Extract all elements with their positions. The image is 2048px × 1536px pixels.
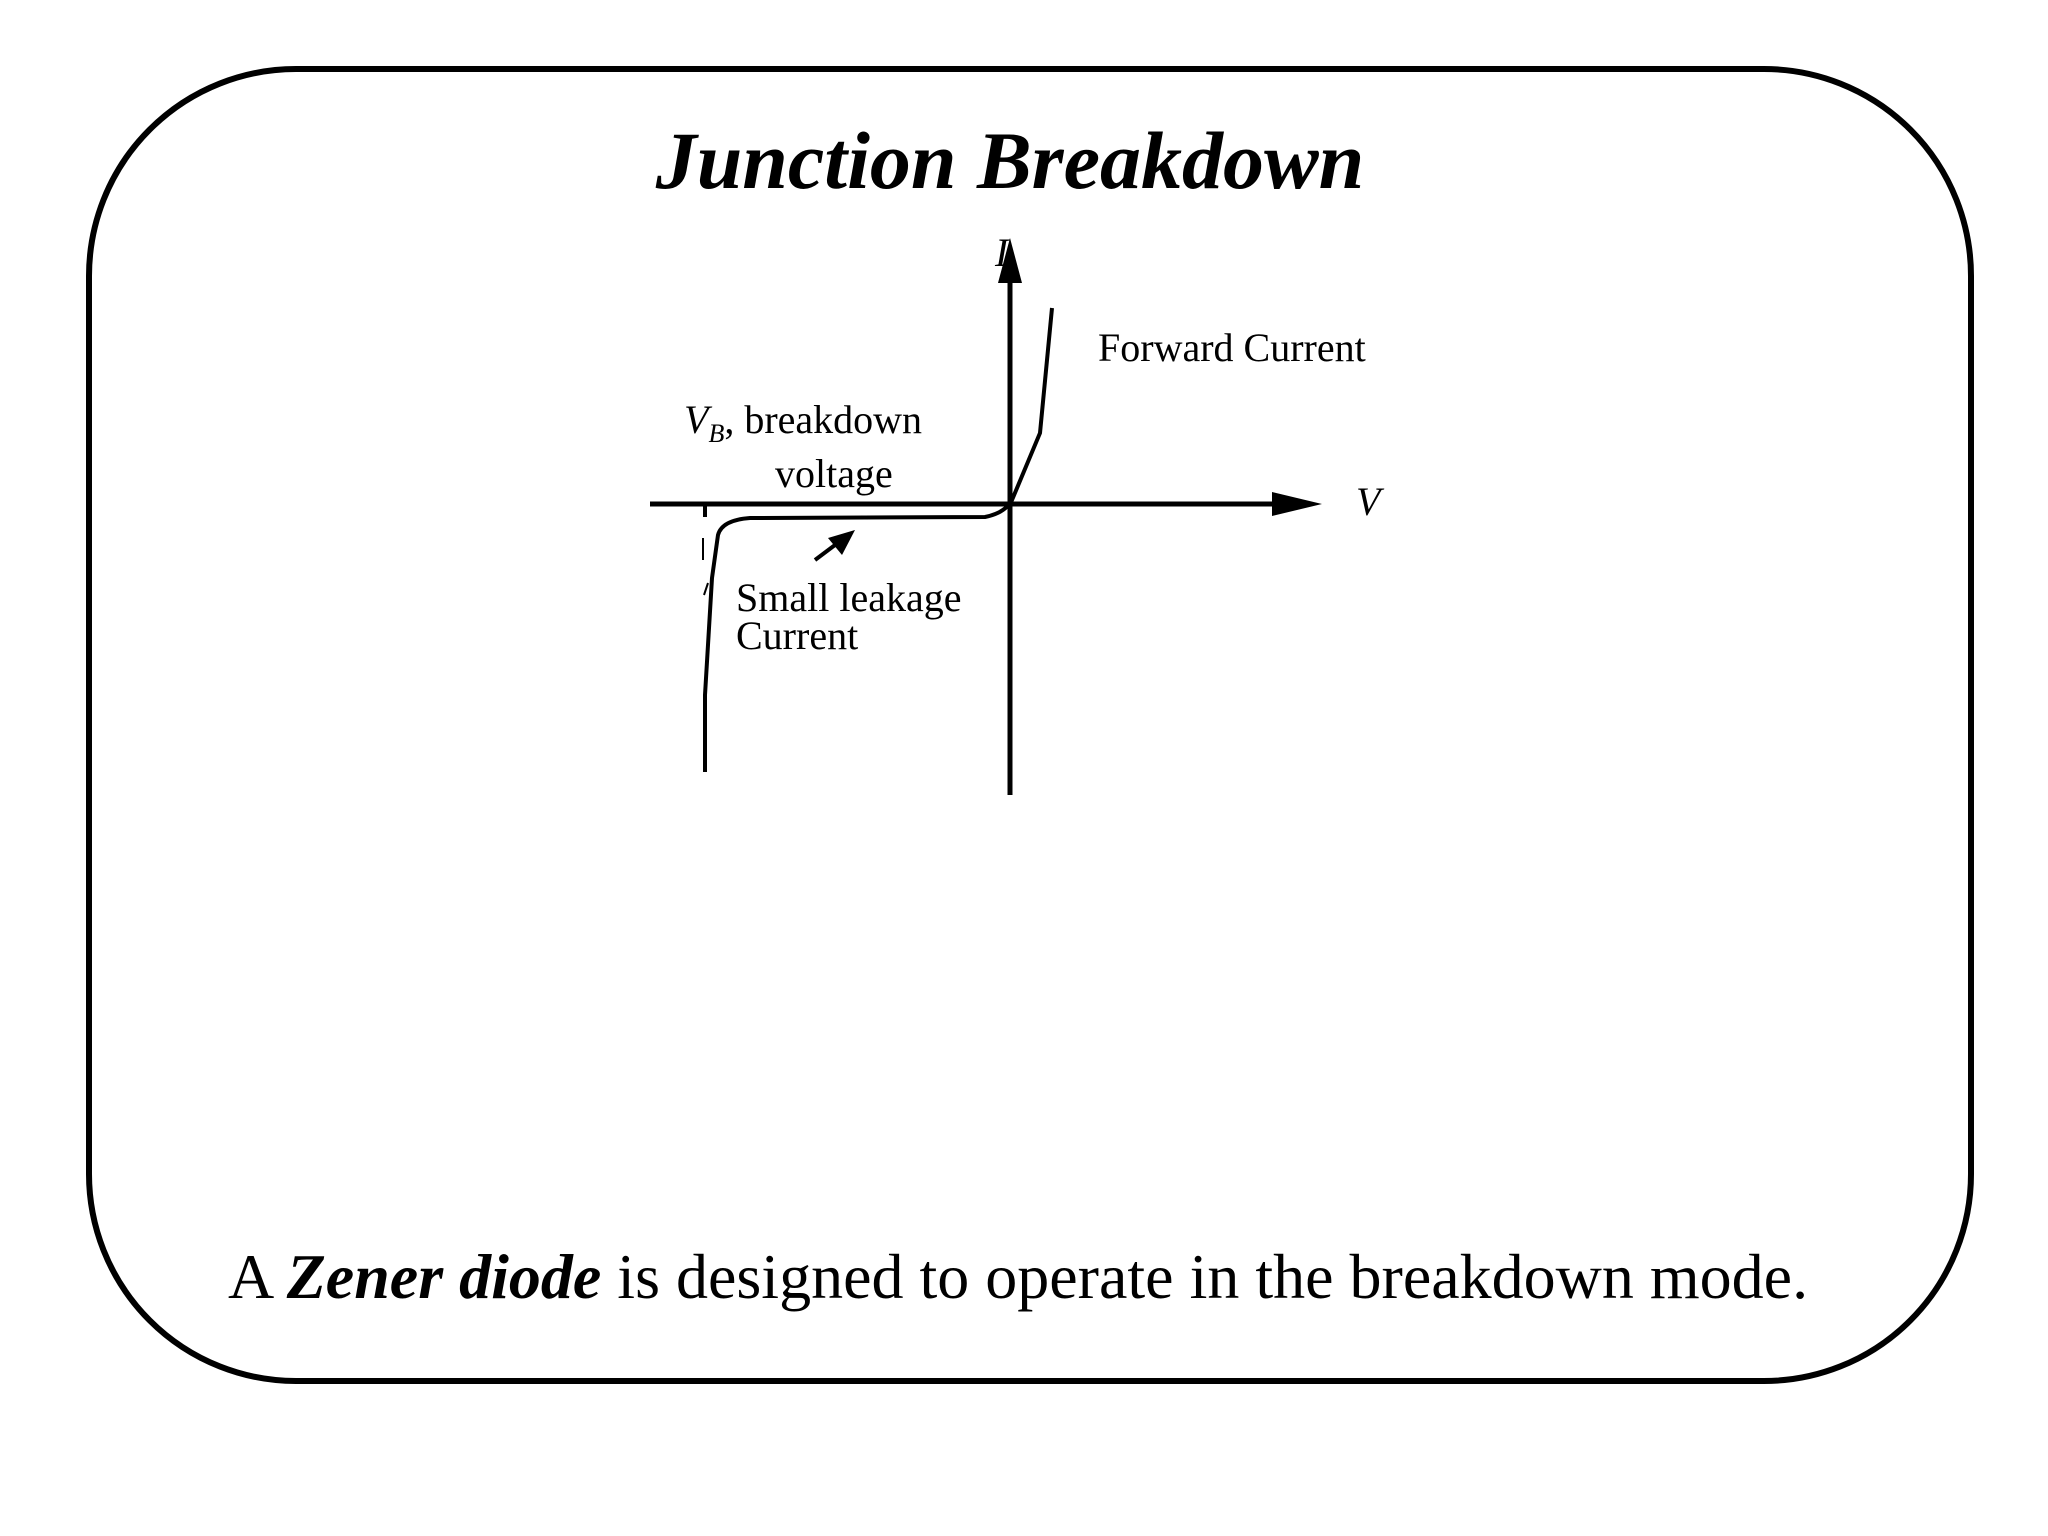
leakage-current-label-line2: Current: [736, 613, 859, 658]
leakage-pointer-arrowhead: [828, 530, 855, 555]
slide-frame: [86, 66, 1974, 1384]
caption-suffix: is designed to operate in the breakdown …: [601, 1241, 1809, 1312]
caption-prefix: A: [228, 1241, 287, 1312]
slide-title: Junction Breakdown: [655, 115, 1365, 206]
breakdown-voltage-symbol: V: [684, 397, 709, 442]
breakdown-voltage-label-line2: voltage: [775, 451, 893, 496]
voltage-axis-arrowhead: [1272, 492, 1322, 516]
breakdown-knee-mark: [702, 538, 709, 596]
breakdown-voltage-label: VB, breakdown: [684, 400, 922, 447]
caption-term: Zener diode: [286, 1241, 602, 1312]
current-axis-label: I: [995, 230, 1009, 275]
iv-curve: [703, 307, 1054, 772]
breakdown-voltage-subscript: B: [708, 419, 725, 448]
leakage-current-label-line1: Small leakage: [736, 575, 962, 620]
current-axis-arrowhead: [998, 238, 1022, 283]
forward-current-label: Forward Current: [1098, 325, 1366, 370]
zener-caption: A Zener diode is designed to operate in …: [228, 1245, 1808, 1309]
voltage-axis-label: V: [1356, 479, 1381, 524]
breakdown-voltage-text: , breakdown: [724, 397, 923, 442]
